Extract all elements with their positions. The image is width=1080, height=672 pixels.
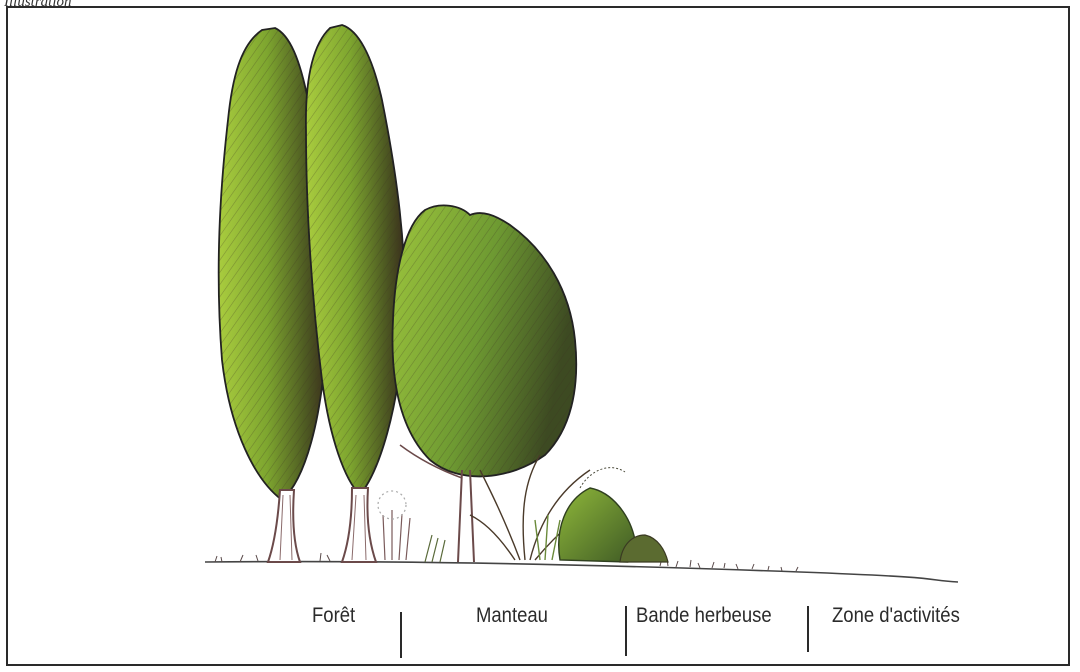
divider-foret-manteau — [400, 612, 402, 658]
divider-manteau-bande — [625, 606, 627, 656]
poplar-tree-right — [306, 25, 405, 562]
flowering-plant — [378, 491, 445, 562]
divider-bande-activites — [807, 606, 809, 652]
zone-label-zone-activites: Zone d'activités — [832, 604, 960, 628]
zone-label-foret: Forêt — [312, 604, 355, 628]
rounded-shrub — [392, 205, 576, 562]
zone-label-bande-herbeuse: Bande herbeuse — [636, 604, 772, 628]
zone-label-manteau: Manteau — [476, 604, 548, 628]
ground-line — [205, 562, 958, 582]
